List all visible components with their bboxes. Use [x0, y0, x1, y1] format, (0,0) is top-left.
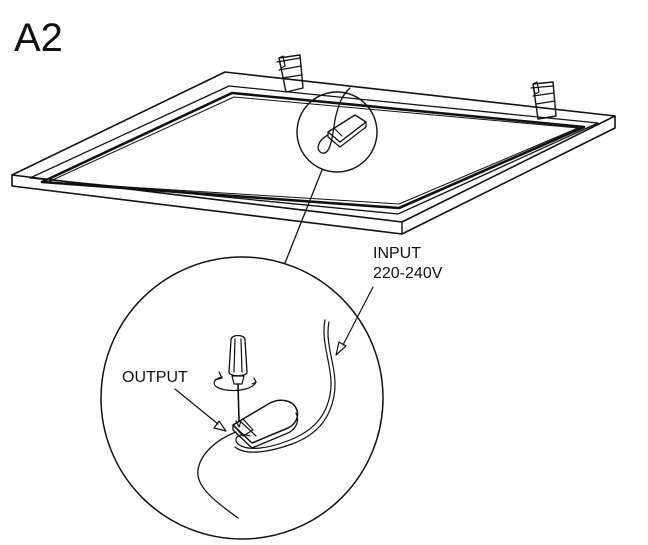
- input-label-line1: INPUT: [373, 245, 421, 262]
- input-arrow: [335, 286, 374, 356]
- spring-clip-right: [530, 81, 557, 120]
- step-label: A2: [14, 16, 63, 60]
- detail-circle-large: [100, 256, 384, 540]
- led-panel: [11, 71, 616, 235]
- rotation-arrow-icon: [213, 371, 257, 392]
- output-arrow: [174, 388, 227, 432]
- input-label-line2: 220-240V: [373, 265, 443, 282]
- output-label: OUTPUT: [122, 369, 188, 386]
- detail-circle-small: [296, 87, 378, 173]
- screwdriver: [228, 334, 248, 428]
- input-label: INPUT 220-240V: [373, 244, 442, 284]
- detail-leader: [284, 169, 323, 264]
- spring-clip-left: [276, 54, 304, 93]
